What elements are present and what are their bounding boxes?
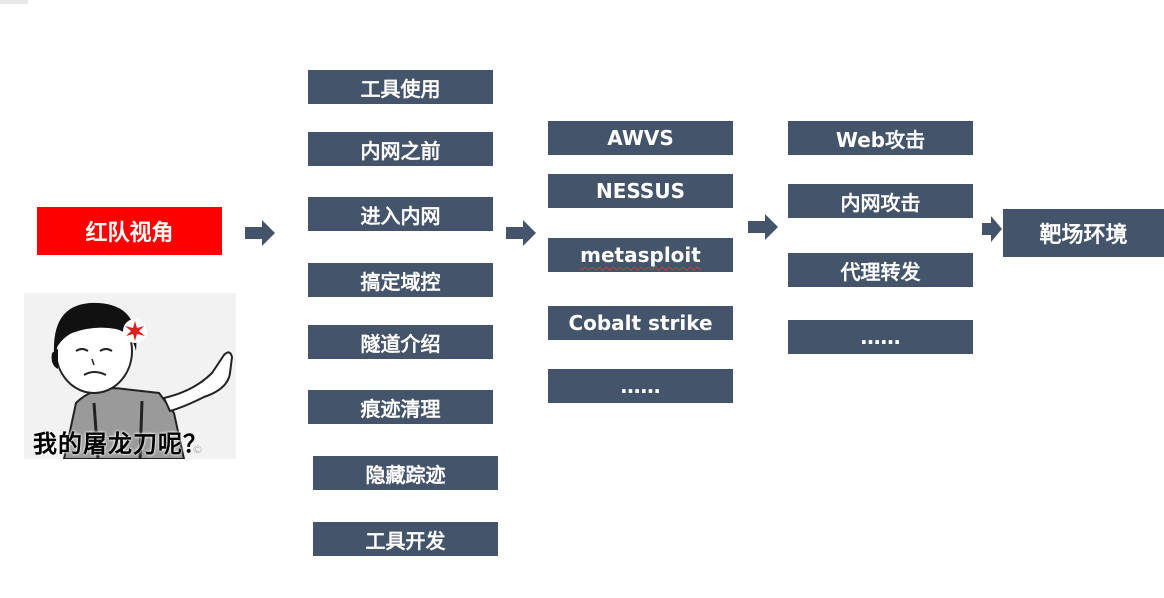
col1-item-trace-cleanup: 痕迹清理 [308, 390, 493, 424]
col1-item-tunnel-intro: 隧道介绍 [308, 325, 493, 359]
col1-item-domain-controller: 搞定域控 [308, 263, 493, 297]
col2-item-nessus: NESSUS [548, 174, 733, 208]
col2-item-metasploit-label: metasploit [580, 243, 701, 267]
col3-item-proxy-forward: 代理转发 [788, 253, 973, 287]
meme-watermark: © [192, 443, 203, 456]
col2-item-cobalt-strike: Cobalt strike [548, 306, 733, 340]
col1-item-tool-dev: 工具开发 [313, 522, 498, 556]
corner-mark [0, 0, 28, 4]
col1-item-before-intranet: 内网之前 [308, 132, 493, 166]
col3-item-more: …… [788, 320, 973, 354]
col1-item-tool-usage: 工具使用 [308, 70, 493, 104]
arrow-right-icon [748, 214, 778, 240]
col1-item-enter-intranet: 进入内网 [308, 197, 493, 231]
meme-caption: 我的屠龙刀呢？ [33, 430, 208, 458]
arrow-right-icon [506, 220, 536, 246]
col2-item-metasploit: metasploit [548, 238, 733, 272]
col3-item-intranet-attack: 内网攻击 [788, 184, 973, 218]
col1-item-hide-traces: 隐藏踪迹 [313, 456, 498, 490]
final-node: 靶场环境 [1003, 209, 1164, 257]
col3-item-web-attack: Web攻击 [788, 121, 973, 155]
arrow-right-icon [245, 220, 275, 246]
col2-item-more: …… [548, 369, 733, 403]
angry-vein-icon [123, 319, 147, 343]
col2-item-awvs: AWVS [548, 121, 733, 155]
arrow-right-icon [982, 216, 1002, 242]
root-node: 红队视角 [37, 207, 222, 255]
